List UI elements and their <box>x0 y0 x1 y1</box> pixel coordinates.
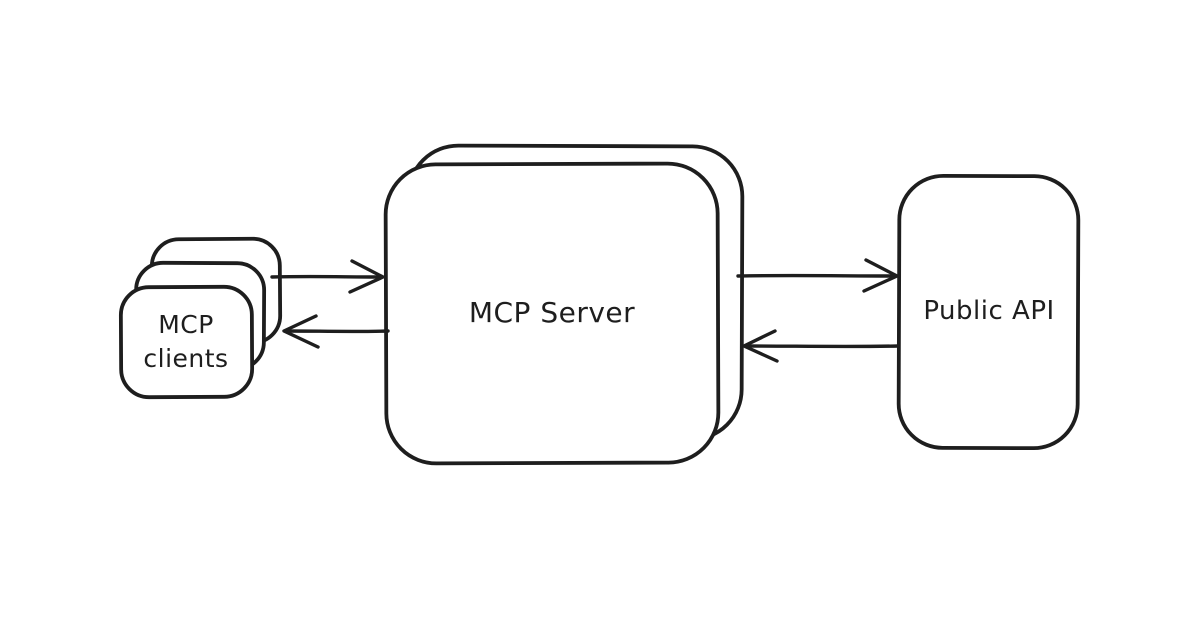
diagram-shapes <box>118 143 1081 466</box>
mcp-server-front-card <box>383 161 721 466</box>
mcp-server-node <box>383 143 745 466</box>
arrow-head <box>742 329 779 363</box>
mcp-clients-label: MCP clients <box>143 310 229 373</box>
arrow-head <box>348 259 385 294</box>
public-api-node <box>896 173 1081 451</box>
arrow-api-to-server <box>742 329 900 363</box>
arrow-server-to-api <box>736 258 899 293</box>
public-api-box <box>896 173 1081 451</box>
public-api-label: Public API <box>923 296 1055 327</box>
mcp-clients-front-card <box>118 284 255 400</box>
arrow-clients-to-server <box>270 259 385 294</box>
mcp-server-label: MCP Server <box>468 296 636 330</box>
arrow-head <box>862 258 899 293</box>
arrow-head <box>282 314 320 349</box>
mcp-clients-node <box>118 236 283 400</box>
arrow-server-to-clients <box>282 314 390 349</box>
